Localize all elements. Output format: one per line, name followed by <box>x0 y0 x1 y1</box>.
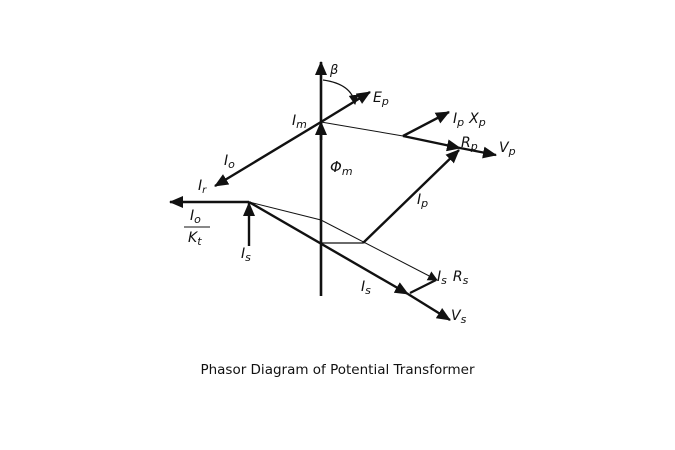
ip-label: Ip <box>417 192 428 210</box>
io-kt-denominator: Kt <box>188 230 202 248</box>
is-phasor <box>248 200 409 296</box>
diagram-caption: Phasor Diagram of Potential Transformer <box>200 362 475 378</box>
io-phasor <box>214 120 322 188</box>
ip-rp-phasor <box>402 134 461 152</box>
io-kt-numerator: Io <box>190 208 201 226</box>
vp-phasor <box>459 146 497 159</box>
ep-phasor <box>320 90 371 124</box>
io-label: Io <box>224 153 235 171</box>
vs-phasor <box>407 292 451 322</box>
im-label: Im <box>292 113 307 131</box>
primary-thin-line <box>320 121 404 137</box>
vs-label: Vs <box>451 308 467 326</box>
ep-label: Ep <box>373 90 389 108</box>
ir-label: Ir <box>198 178 207 196</box>
is-bottom-label: Is <box>361 279 371 297</box>
phi-label: Φm <box>330 158 353 178</box>
beta-angle-arc <box>322 79 359 105</box>
ip-xp-phasor <box>402 110 450 138</box>
ip-phasor <box>362 149 460 244</box>
beta-label: β <box>329 63 338 78</box>
vp-label: Vp <box>499 140 516 158</box>
secondary-thin-line <box>248 201 438 281</box>
is-left-label: Is <box>241 246 251 264</box>
is-rs-link <box>409 279 437 294</box>
rp-label: Rp <box>461 135 478 153</box>
